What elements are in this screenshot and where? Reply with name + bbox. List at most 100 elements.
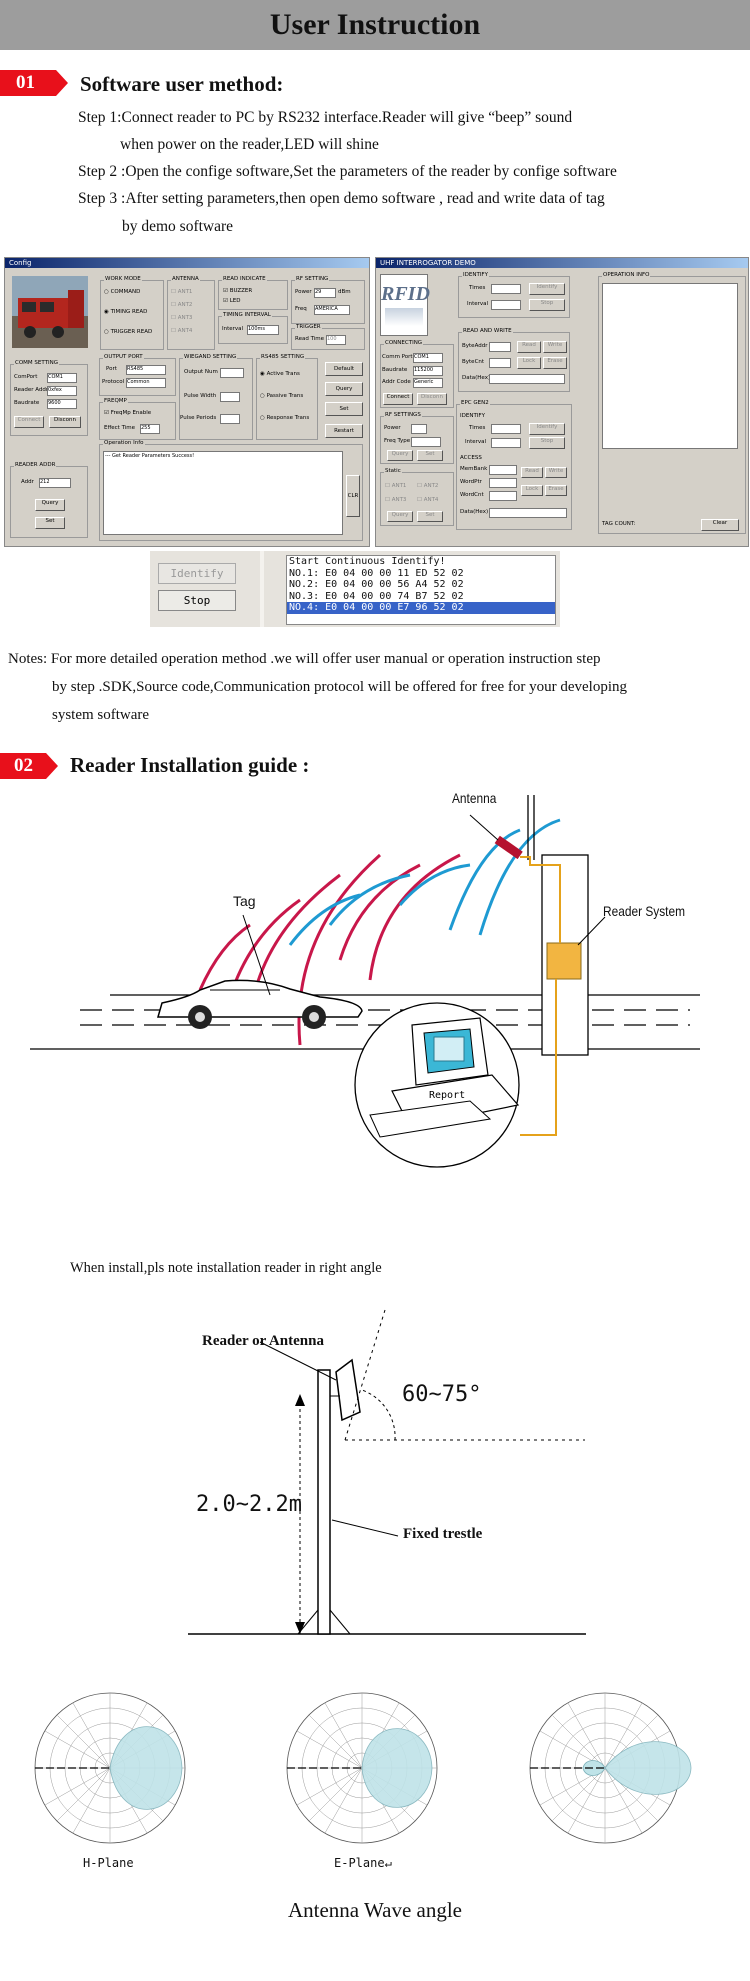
restart-button[interactable]: Restart <box>325 424 363 438</box>
addr-set-button[interactable]: Set <box>35 517 65 529</box>
times-select[interactable] <box>491 284 521 294</box>
protocol-select[interactable]: Common <box>126 378 166 388</box>
addr-query-button[interactable]: Query <box>35 499 65 511</box>
demo-disconn-button[interactable]: Disconn <box>417 393 447 405</box>
demo-interval-select[interactable] <box>491 300 521 310</box>
epc-identify-button[interactable]: Identify <box>529 423 565 435</box>
read-write-label: READ AND WRITE <box>462 328 513 334</box>
clr-button[interactable]: CLR <box>346 475 360 517</box>
wiegand-label: WIEGAND SETTING <box>183 354 238 360</box>
height-label: 2.0~2.2m <box>196 1492 302 1517</box>
ant1-check[interactable]: ☐ ANT1 <box>171 289 193 295</box>
comport-select[interactable]: COM1 <box>47 373 77 383</box>
timing-interval-label: TIMING INTERVAL <box>222 312 272 318</box>
stop-button[interactable]: Stop <box>158 590 236 611</box>
membank-select[interactable] <box>489 465 517 475</box>
demo-operation-log[interactable] <box>602 283 738 449</box>
pulse-width-field[interactable] <box>220 392 240 402</box>
read-time-field[interactable]: 100 <box>326 335 346 345</box>
section-title: Software user method: <box>80 72 284 96</box>
data-hex-field[interactable] <box>489 374 565 384</box>
rfid-logo: RFID <box>380 274 430 336</box>
access-erase-button[interactable]: Erase <box>545 485 567 496</box>
static-ant2-label: ANT2 <box>423 483 439 489</box>
epc-stop-button[interactable]: Stop <box>529 437 565 449</box>
ant2-check[interactable]: ☐ ANT2 <box>171 302 193 308</box>
buzzer-check[interactable]: ☑ BUZZER <box>223 288 253 294</box>
epc-times-select[interactable] <box>491 424 521 434</box>
static-ant2[interactable]: ☐ ANT2 <box>417 483 439 489</box>
ant4-check[interactable]: ☐ ANT4 <box>171 328 193 334</box>
ant3-check[interactable]: ☐ ANT3 <box>171 315 193 321</box>
antenna-label: ANTENNA <box>171 276 200 282</box>
addr-select[interactable]: 212 <box>39 478 71 488</box>
static-set-button[interactable]: Set <box>417 511 443 522</box>
wordcnt-label: WordCnt <box>460 492 484 498</box>
baudrate-select[interactable]: 9600 <box>47 399 77 409</box>
byteaddr-field[interactable] <box>489 342 511 352</box>
identify-button[interactable]: Identify <box>158 563 236 584</box>
identify-result-list[interactable]: Start Continuous Identify! NO.1: E0 04 0… <box>286 555 556 625</box>
trestle-label: Fixed trestle <box>403 1526 483 1542</box>
access-write-button[interactable]: Write <box>545 467 567 478</box>
demo-identify-button[interactable]: Identify <box>529 283 565 295</box>
demo-identify-label: IDENTIFY <box>462 272 489 278</box>
erase-button[interactable]: Erase <box>543 357 567 369</box>
radio-trigger-read[interactable]: ○ TRIGGER READ <box>104 329 153 335</box>
demo-rf-query-button[interactable]: Query <box>387 450 413 461</box>
freq-type-select[interactable] <box>411 437 441 447</box>
demo-power-field[interactable] <box>411 424 427 434</box>
output-port-label: OUTPUT PORT <box>103 354 144 360</box>
demo-rf-set-button[interactable]: Set <box>417 450 443 461</box>
operation-info-log[interactable]: --- Get Reader Parameters Success! <box>103 451 343 535</box>
static-ant4[interactable]: ☐ ANT4 <box>417 497 439 503</box>
wordptr-select[interactable] <box>489 478 517 488</box>
radio-passive-trans[interactable]: ○ Passive Trans <box>260 393 304 399</box>
reader-addr-select[interactable]: 0xfex <box>47 386 77 396</box>
demo-stop-button[interactable]: Stop <box>529 299 565 311</box>
config-connect-button[interactable]: Connect <box>14 416 44 428</box>
read-button[interactable]: Read <box>517 341 541 353</box>
report-label: Report <box>429 1090 466 1101</box>
pulse-periods-label: Pulse Periods <box>180 415 217 421</box>
interval-select[interactable]: 100ms <box>247 325 279 335</box>
config-disconn-button[interactable]: Disconn <box>49 416 81 428</box>
identify-list-item-selected: NO.4: E0 04 00 00 E7 96 52 02 <box>287 602 555 614</box>
access-lock-button[interactable]: Lock <box>521 485 543 496</box>
epc-interval-label: Interval <box>465 439 487 445</box>
query-button[interactable]: Query <box>325 382 363 396</box>
static-ant3[interactable]: ☐ ANT3 <box>385 497 407 503</box>
radio-response-trans[interactable]: ○ Response Trans <box>260 415 310 421</box>
radio-command-label: COMMAND <box>110 289 141 295</box>
demo-baudrate-select[interactable]: 115200 <box>413 366 443 376</box>
addr-code-select[interactable]: Generic <box>413 378 443 388</box>
output-num-field[interactable] <box>220 368 244 378</box>
radio-timing-read[interactable]: ◉ TIMING READ <box>104 309 148 315</box>
wordcnt-select[interactable] <box>489 491 517 501</box>
radio-active-trans[interactable]: ◉ Active Trans <box>260 371 300 377</box>
bytecnt-field[interactable] <box>489 358 511 368</box>
power-field[interactable]: 29 <box>314 288 336 298</box>
led-check[interactable]: ☑ LED <box>223 298 241 304</box>
default-button[interactable]: Default <box>325 362 363 376</box>
demo-clear-button[interactable]: Clear <box>701 519 739 531</box>
radio-command[interactable]: ○ COMMAND <box>104 289 141 295</box>
epc-interval-select[interactable] <box>491 438 521 448</box>
demo-identify-group: IDENTIFY Times Interval Identify Stop <box>458 272 570 318</box>
comm-port-select[interactable]: COM1 <box>413 353 443 363</box>
static-query-button[interactable]: Query <box>387 511 413 522</box>
static-ant1[interactable]: ☐ ANT1 <box>385 483 407 489</box>
write-button[interactable]: Write <box>543 341 567 353</box>
set-button[interactable]: Set <box>325 402 363 416</box>
reader-pointer <box>259 1341 337 1381</box>
lock-button[interactable]: Lock <box>517 357 541 369</box>
port-select[interactable]: RS485 <box>126 365 166 375</box>
freq-select[interactable]: AMERICA <box>314 305 350 315</box>
access-data-field[interactable] <box>489 508 567 518</box>
demo-connect-button[interactable]: Connect <box>383 393 413 405</box>
antenna-label: Antenna <box>452 790 497 806</box>
pulse-periods-field[interactable] <box>220 414 240 424</box>
access-read-button[interactable]: Read <box>521 467 543 478</box>
freqmp-enable-check[interactable]: ☑ FreqMp Enable <box>104 410 152 416</box>
effect-time-field[interactable]: 255 <box>140 424 160 434</box>
